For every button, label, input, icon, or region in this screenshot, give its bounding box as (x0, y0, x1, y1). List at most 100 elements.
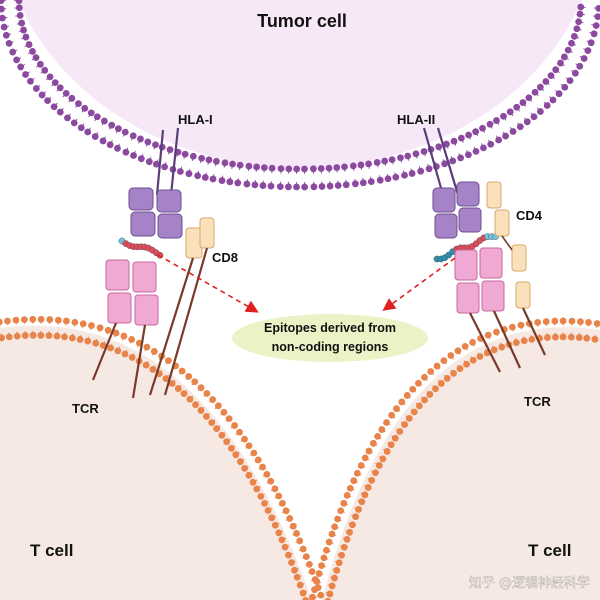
lipid-head (241, 465, 249, 472)
lipid-head (479, 124, 486, 132)
lipid-head (568, 39, 575, 47)
lipid-head (341, 163, 348, 171)
lipid-head (592, 22, 600, 30)
lipid-head (328, 530, 336, 538)
lipid-head (456, 365, 464, 373)
lipid-head (531, 88, 539, 96)
lipid-head (437, 380, 445, 387)
lipid-head (181, 150, 189, 158)
lipid-head (318, 183, 326, 190)
tcr-right-stalk-2 (492, 310, 522, 369)
hla1-domains (128, 187, 183, 239)
lipid-head (375, 462, 383, 469)
lipid-head (412, 150, 420, 158)
lipid-head (575, 334, 583, 341)
lipid-head (29, 48, 36, 55)
lipid-head (185, 373, 193, 380)
lipid-head (5, 39, 13, 47)
lipid-head (38, 91, 46, 99)
lipid-head (250, 449, 258, 457)
lipid-head (409, 385, 417, 393)
lipid-head (296, 581, 304, 589)
lipid-head (245, 471, 253, 479)
lipid-head (142, 361, 150, 369)
lipid-head (576, 10, 584, 18)
lipid-head (584, 47, 592, 55)
epitope-label-line2: non-coding regions (272, 340, 389, 354)
lipid-head (107, 344, 114, 352)
lipid-head (392, 173, 400, 181)
t-cell-right-label: T cell (528, 541, 571, 560)
tcr-left-domains (105, 259, 159, 326)
t-cell-left-body (0, 325, 312, 600)
lipid-head (340, 543, 348, 551)
lipid-head (320, 554, 328, 562)
lipid-head (218, 431, 226, 439)
lipid-head (208, 419, 216, 427)
lipid-head (261, 499, 268, 507)
lipid-head (359, 179, 367, 187)
lipid-head (128, 336, 136, 343)
lipid-head (361, 491, 369, 499)
lipid-head (393, 405, 400, 413)
hla1-label: HLA-I (178, 112, 213, 127)
lipid-head (176, 168, 184, 175)
lipid-head (197, 384, 205, 392)
lipid-head (350, 477, 358, 485)
lipid-head (178, 367, 186, 375)
lipid-head (203, 390, 211, 397)
lipid-head (25, 41, 33, 48)
hla2-domains (432, 181, 482, 239)
lipid-head (570, 32, 578, 40)
lipid-head (487, 140, 495, 148)
lipid-head (0, 318, 3, 326)
lipid-head (64, 114, 71, 122)
lipid-head (594, 13, 600, 21)
lipid-head (54, 316, 62, 324)
lipid-head (17, 63, 25, 71)
lipid-head (443, 374, 451, 382)
lipid-head (306, 560, 313, 568)
lipid-head (331, 574, 338, 582)
lipid-head (254, 456, 262, 464)
lipid-head (221, 159, 229, 167)
tcr-right-label: TCR (524, 394, 551, 409)
lipid-head (168, 380, 176, 387)
lipid-head (425, 165, 433, 173)
lipid-head (27, 77, 34, 85)
lipid-head (353, 469, 361, 477)
lipid-head (53, 332, 61, 340)
lipid-head (289, 522, 297, 530)
lipid-head (517, 321, 525, 329)
lipid-head (275, 492, 283, 500)
lipid-head (99, 137, 107, 145)
lipid-head (464, 151, 472, 159)
lipid-head (293, 183, 300, 191)
arrow-right-to-epitope (382, 257, 456, 311)
lipid-head (243, 180, 251, 188)
lipid-head (358, 498, 366, 506)
lipid-head (331, 523, 339, 531)
lipid-head (114, 347, 122, 355)
lipid-head (259, 463, 266, 471)
lipid-head (288, 559, 295, 567)
lipid-head (568, 317, 576, 325)
lipid-head (374, 432, 381, 440)
hla2-label: HLA-II (397, 112, 435, 127)
lipid-head (325, 538, 333, 546)
lipid-head (71, 318, 79, 326)
lipid-head (333, 566, 341, 574)
lipid-head (81, 104, 89, 112)
lipid-head (15, 0, 23, 5)
lipid-head (41, 66, 49, 74)
lipid-head (454, 347, 462, 355)
lipid-head (92, 339, 100, 347)
lipid-head (75, 100, 82, 108)
lipid-head (560, 53, 568, 61)
lipid-head (500, 112, 507, 120)
lipid-head (62, 89, 70, 97)
t-cell-right-membrane (309, 317, 600, 600)
lipid-head (56, 84, 64, 92)
lipid-head (334, 515, 341, 523)
